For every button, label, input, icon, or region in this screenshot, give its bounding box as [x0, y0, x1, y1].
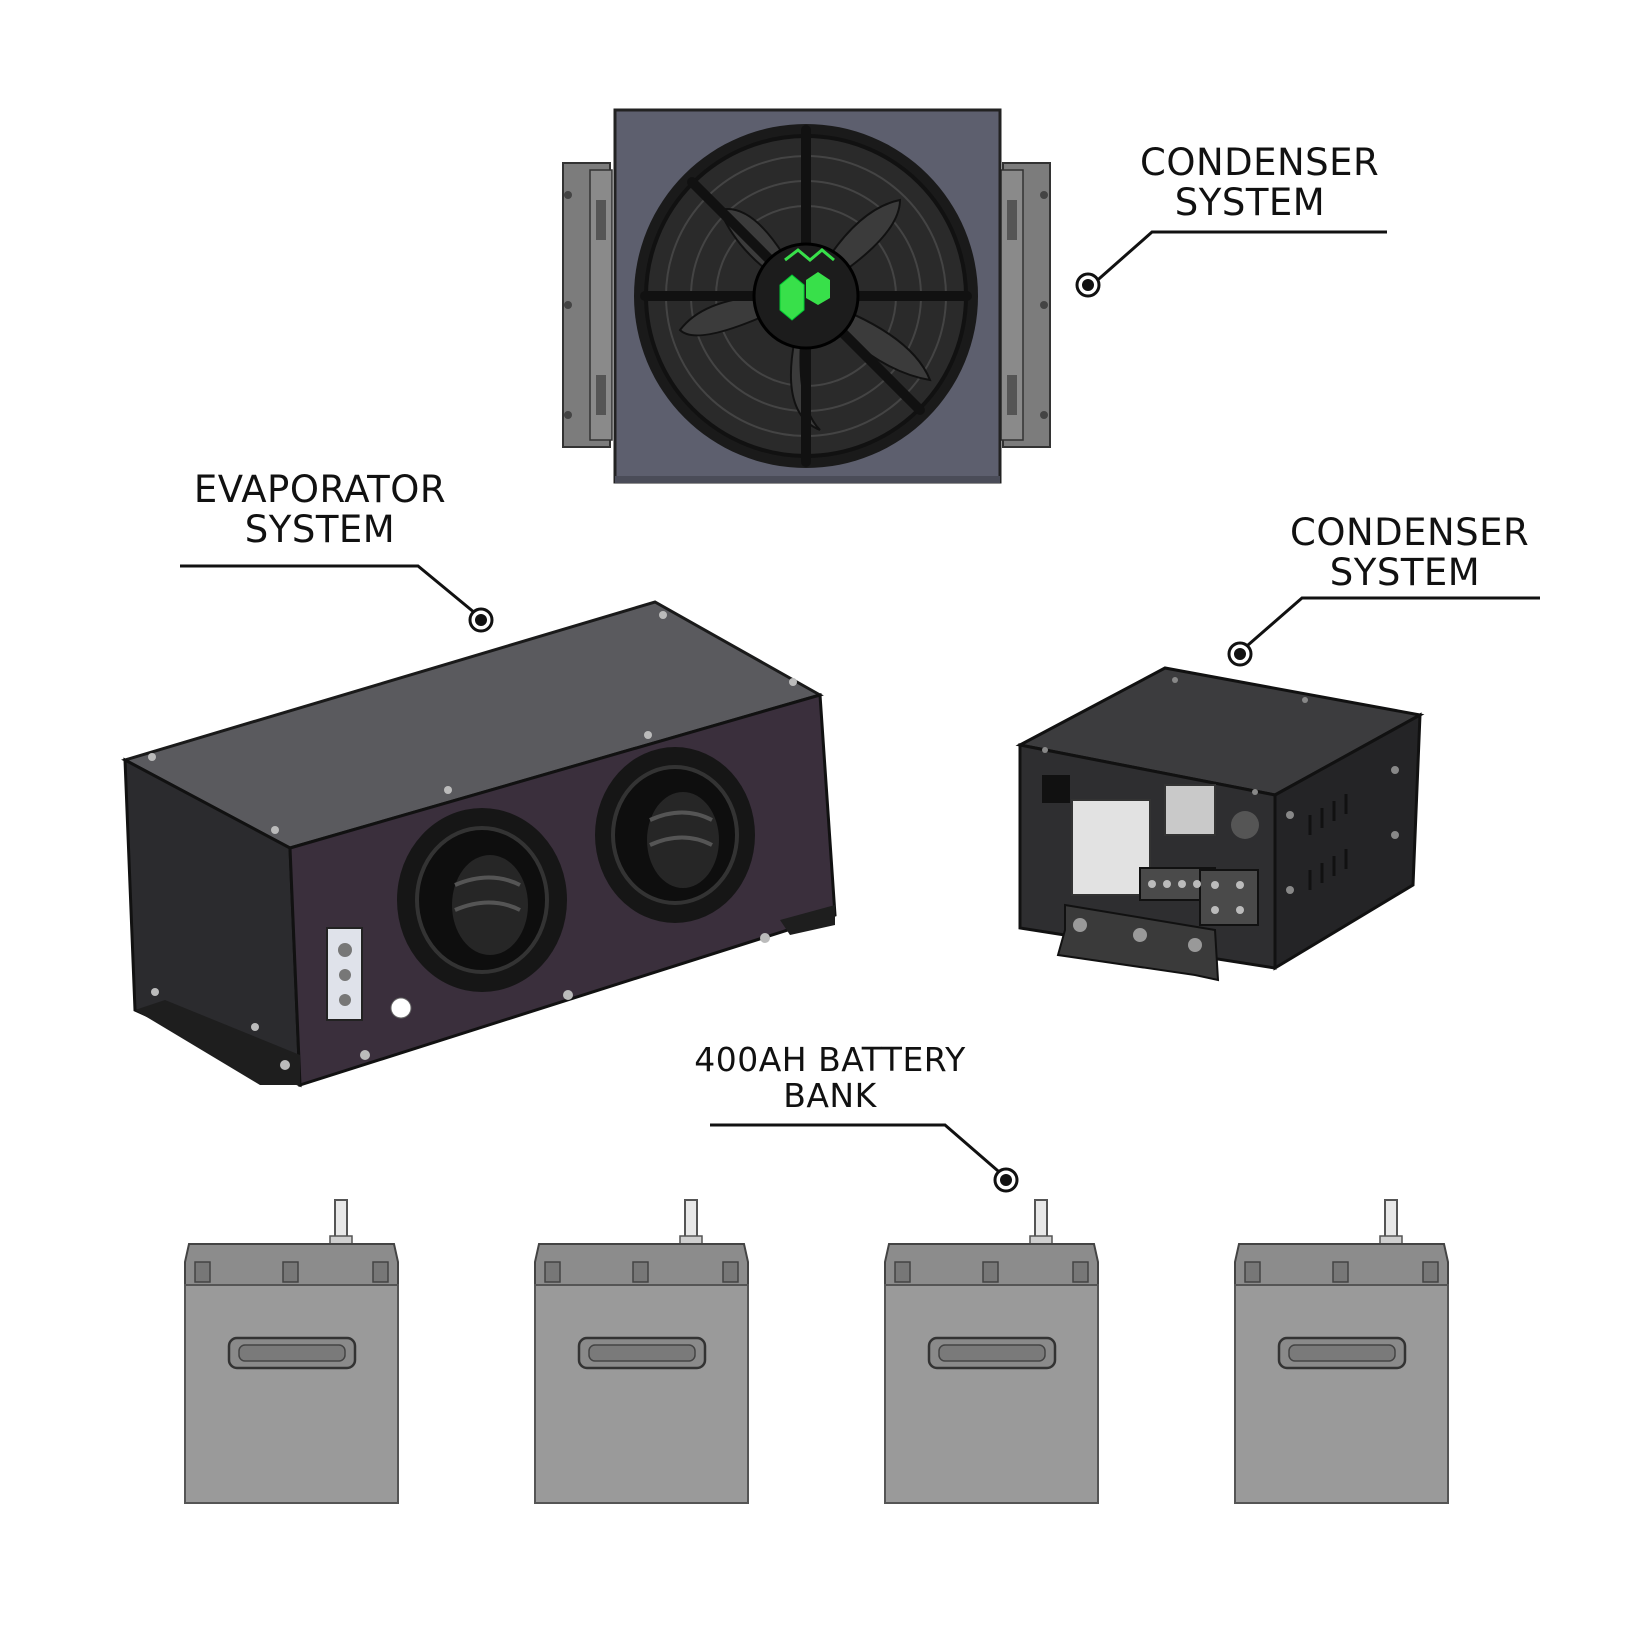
evaporator-vent-left	[397, 808, 567, 992]
callout-leaders	[180, 230, 1540, 1179]
condenser-box-unit	[1015, 666, 1425, 982]
label-battery-bank: 400AH BATTERY BANK	[685, 1042, 975, 1114]
label-battery-bank-line1: 400AH BATTERY	[694, 1040, 966, 1079]
callout-dot-icon	[1075, 272, 1101, 298]
battery-1	[184, 1199, 399, 1504]
callout-dot-icon	[468, 607, 494, 633]
label-condenser-right-line2: SYSTEM	[1329, 551, 1481, 594]
condenser-right-bracket	[1000, 162, 1051, 448]
label-evaporator-line2: SYSTEM	[244, 508, 396, 551]
battery-4	[1234, 1199, 1449, 1504]
leader-evaporator	[180, 564, 482, 620]
label-condenser-right-line1: CONDENSER	[1290, 511, 1530, 554]
evaporator-vent-right	[595, 747, 755, 923]
label-evaporator: EVAPORATOR SYSTEM	[190, 470, 450, 550]
evaporator-unit	[121, 600, 837, 1088]
leader-condenser-right	[1239, 596, 1540, 654]
condenser-left-bracket	[562, 162, 613, 448]
label-condenser-right: CONDENSER SYSTEM	[1290, 511, 1530, 594]
brand-logo-icon	[779, 248, 835, 321]
label-evaporator-line1: EVAPORATOR	[193, 468, 447, 511]
leader-condenser-top	[1091, 230, 1387, 287]
leader-battery-bank	[710, 1123, 1006, 1179]
label-battery-bank-line2: BANK	[783, 1076, 877, 1115]
callout-dot-icon	[993, 1167, 1019, 1193]
label-condenser-top-line1: CONDENSER	[1140, 141, 1380, 184]
label-condenser-top: CONDENSER SYSTEM	[1140, 141, 1380, 224]
condenser-fan-unit	[562, 108, 1051, 484]
battery-3	[884, 1199, 1099, 1504]
label-condenser-top-line2: SYSTEM	[1174, 181, 1326, 224]
battery-2	[534, 1199, 749, 1504]
evaporator-control-knob	[326, 927, 363, 1021]
condenser-fan	[634, 124, 978, 468]
callout-dot-icon	[1227, 641, 1253, 667]
battery-bank	[184, 1199, 1449, 1504]
callout-dots	[468, 272, 1253, 1193]
